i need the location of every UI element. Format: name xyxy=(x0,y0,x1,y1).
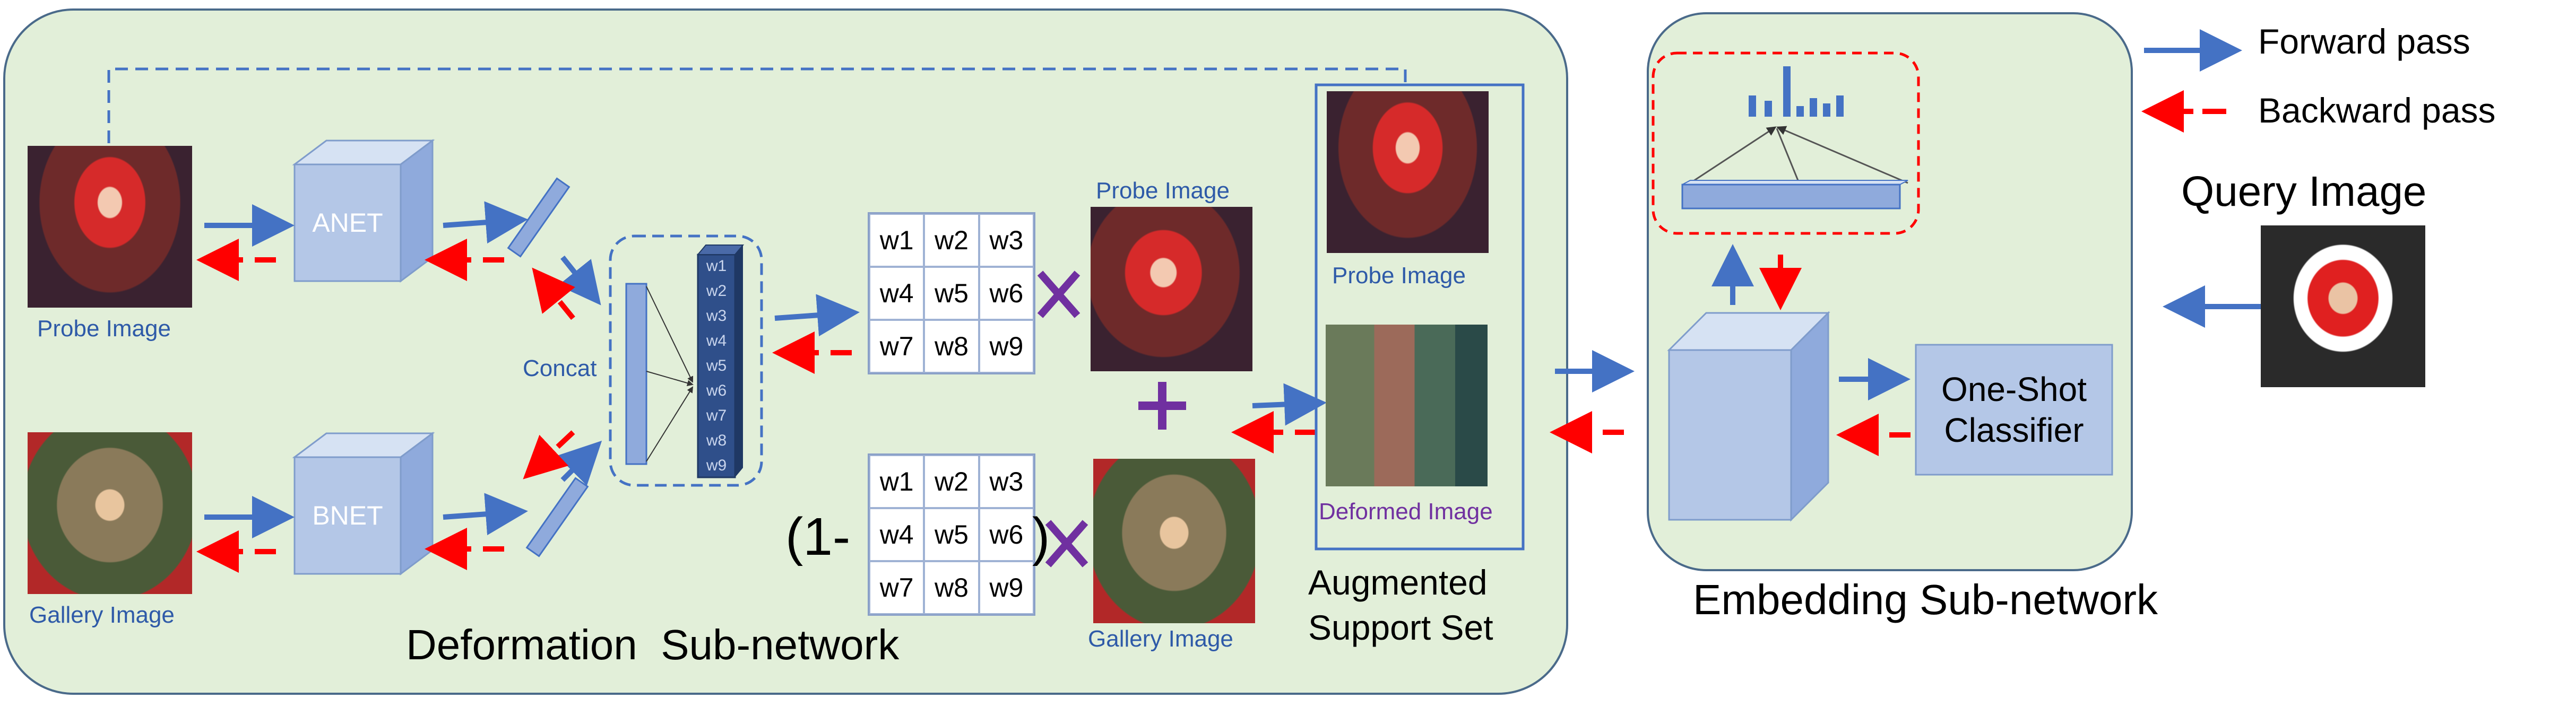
attention-bars xyxy=(1749,66,1844,117)
probe-mid-caption: Probe Image xyxy=(1096,178,1230,204)
probe-caption: Probe Image xyxy=(37,316,171,342)
fc-lines xyxy=(646,286,694,462)
support-set-title-line1: Augmented xyxy=(1308,563,1488,602)
gallery-mid-caption: Gallery Image xyxy=(1088,626,1233,652)
weight-cell: w7 xyxy=(869,561,924,614)
concat-box xyxy=(609,234,763,487)
weight-vector-labels: w1 w2 w3 w4 w5 w6 w7 w8 w9 xyxy=(699,257,733,475)
one-minus-label: (1- xyxy=(785,507,851,566)
probe-image xyxy=(28,146,192,308)
weight-vector-label: w3 xyxy=(706,307,727,325)
weight-cell: w8 xyxy=(924,561,979,614)
classifier-line1: One-Shot xyxy=(1941,370,2087,408)
gallery-image xyxy=(28,432,192,594)
gallery-mid-image xyxy=(1093,459,1255,623)
plus-sign xyxy=(1138,382,1186,430)
support-set-box xyxy=(1315,83,1525,551)
weight-vector-label: w4 xyxy=(706,332,727,350)
weight-cell: w6 xyxy=(979,508,1034,561)
weight-cell: w8 xyxy=(924,320,979,373)
classifier-box xyxy=(1915,344,2113,476)
support-set-title-line2: Support Set xyxy=(1308,608,1493,647)
embedding-cube xyxy=(1667,311,1830,522)
weight-cell: w9 xyxy=(979,320,1034,373)
concat-label: Concat xyxy=(523,355,597,381)
bnet-label: BNET xyxy=(312,501,383,530)
embedding-title: Embedding Sub-network xyxy=(1693,576,2158,623)
weight-cell: w1 xyxy=(869,455,924,508)
query-image xyxy=(2261,225,2425,387)
weight-cell: w4 xyxy=(869,508,924,561)
weight-cell: w2 xyxy=(924,214,979,267)
weight-cell: w6 xyxy=(979,267,1034,320)
deformed-caption: Deformed Image xyxy=(1319,499,1493,525)
weight-vector-label: w2 xyxy=(706,282,727,300)
weight-cell: w4 xyxy=(869,267,924,320)
deformation-title: Deformation Sub-network xyxy=(406,621,900,668)
weight-cell: w9 xyxy=(979,561,1034,614)
weight-cell: w3 xyxy=(979,214,1034,267)
legend-backward-label: Backward pass xyxy=(2258,91,2496,130)
anet-label: ANET xyxy=(312,208,383,238)
weight-vector-label: w8 xyxy=(706,432,727,449)
support-probe-image xyxy=(1327,91,1489,253)
classifier-line2: Classifier xyxy=(1944,411,2084,449)
embedding-vector xyxy=(1681,180,1908,210)
weight-vector-label: w7 xyxy=(706,407,727,424)
attention-fc-lines xyxy=(1690,126,1908,184)
weight-cell: w1 xyxy=(869,214,924,267)
deformed-image xyxy=(1326,325,1488,486)
weight-vector-label: w5 xyxy=(706,357,727,374)
skip-connection-dashed xyxy=(107,67,1407,143)
weight-vector-label: w9 xyxy=(706,457,727,474)
gallery-caption: Gallery Image xyxy=(29,602,175,628)
concat-vector xyxy=(625,283,647,465)
weight-cell: w2 xyxy=(924,455,979,508)
weight-grid-top: w1 w2 w3 w4 w5 w6 w7 w8 w9 xyxy=(868,212,1035,374)
classifier-label: One-Shot Classifier xyxy=(1916,345,2112,475)
backward-arrows xyxy=(196,90,2226,573)
weight-cell: w5 xyxy=(924,508,979,561)
query-title: Query Image xyxy=(2181,168,2427,215)
support-probe-caption: Probe Image xyxy=(1332,263,1466,289)
multiply-sign-bottom xyxy=(1045,520,1088,568)
probe-mid-image xyxy=(1091,207,1252,371)
weight-cell: w3 xyxy=(979,455,1034,508)
weight-grid-bottom: w1 w2 w3 w4 w5 w6 w7 w8 w9 xyxy=(868,453,1035,616)
weight-vector-label: w6 xyxy=(706,382,727,399)
multiply-sign-top xyxy=(1037,270,1080,318)
attention-box xyxy=(1652,51,1920,235)
close-paren: ) xyxy=(1032,507,1050,566)
weight-cell: w7 xyxy=(869,320,924,373)
weight-cell: w5 xyxy=(924,267,979,320)
legend-forward-label: Forward pass xyxy=(2258,22,2470,61)
weight-vector-label: w1 xyxy=(706,257,727,275)
